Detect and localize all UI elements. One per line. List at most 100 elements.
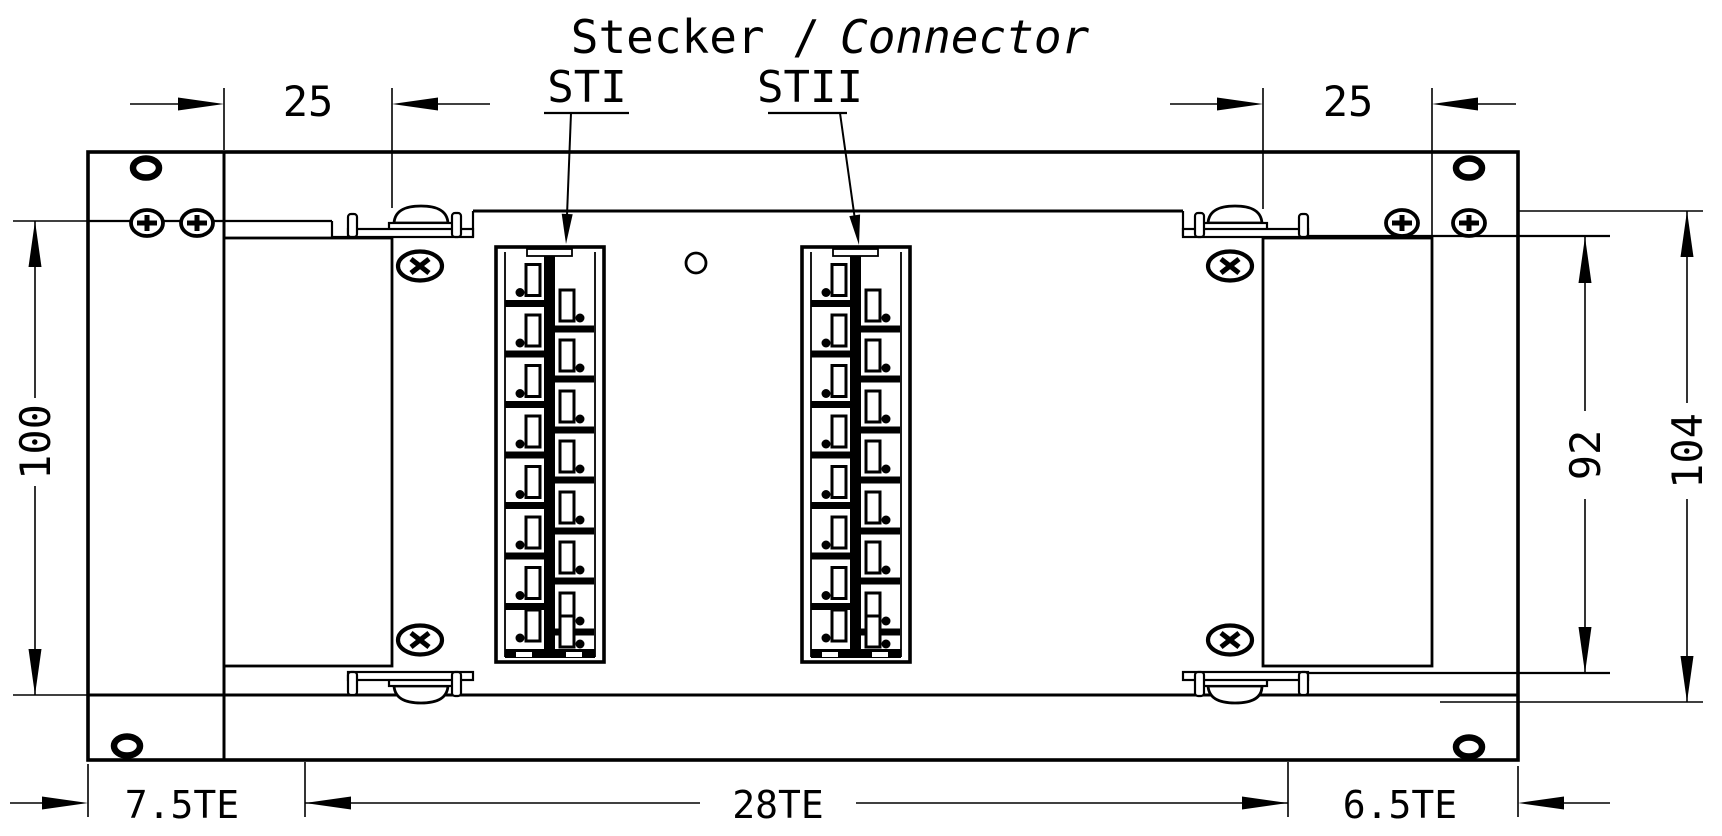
contact-dot bbox=[881, 565, 891, 575]
cell-separator bbox=[811, 552, 850, 560]
cell-separator bbox=[505, 300, 544, 307]
phillips-screw-icon bbox=[1205, 249, 1255, 283]
contact-slot bbox=[864, 540, 882, 575]
cell-separator bbox=[555, 476, 594, 484]
contact-slot bbox=[558, 540, 576, 575]
contact-slot bbox=[524, 465, 542, 499]
contact-slot bbox=[558, 389, 576, 424]
dome-screw-icon bbox=[1206, 684, 1264, 705]
dim-bottom-left: 7.5TE bbox=[125, 783, 239, 827]
cell-separator bbox=[505, 350, 544, 358]
guide-hole-icon bbox=[684, 251, 708, 275]
rail-clip-top-left bbox=[346, 204, 475, 239]
left-recess-panel bbox=[222, 236, 394, 668]
contact-dot bbox=[515, 540, 525, 550]
phillips-screw-icon bbox=[1205, 623, 1255, 657]
rail-clip-bottom-left bbox=[346, 670, 475, 705]
cell-separator bbox=[861, 577, 900, 585]
contact-slot bbox=[524, 566, 542, 600]
contact-dot bbox=[515, 439, 525, 449]
cell-separator bbox=[811, 502, 850, 509]
contact-dot bbox=[575, 464, 585, 474]
cell-separator bbox=[555, 527, 594, 535]
contact-slot bbox=[830, 263, 848, 297]
contact-slot bbox=[558, 288, 576, 323]
corner-hole-icon bbox=[110, 733, 144, 759]
contact-dot bbox=[575, 414, 585, 424]
contact-dot bbox=[881, 616, 891, 626]
contact-dot bbox=[575, 639, 585, 649]
cell-separator bbox=[555, 577, 594, 585]
dim-right-outer-height: 104 bbox=[1663, 413, 1712, 489]
corner-hole-icon bbox=[129, 155, 163, 181]
clip-hook bbox=[450, 211, 463, 239]
right-recess-panel bbox=[1261, 236, 1434, 668]
dim-bottom-center: 28TE bbox=[732, 783, 824, 827]
cell-separator bbox=[505, 603, 544, 610]
contact-dot bbox=[575, 515, 585, 525]
connector-bottom-bar bbox=[505, 649, 595, 658]
corner-hole-icon bbox=[1452, 155, 1486, 181]
clip-hook bbox=[1193, 211, 1206, 239]
corner-holes bbox=[110, 155, 1486, 760]
phillips-screw-icon bbox=[395, 623, 445, 657]
dome-screw-icon bbox=[392, 684, 450, 705]
contact-dot bbox=[515, 338, 525, 348]
dimension-annotations: 25 25 100 92 104 7.5 bbox=[10, 77, 1712, 827]
cell-separator bbox=[861, 527, 900, 535]
contact-slot bbox=[524, 313, 542, 348]
connector-stii bbox=[800, 245, 912, 664]
contact-dot bbox=[821, 439, 831, 449]
connector-detail bbox=[822, 652, 838, 657]
cell-separator bbox=[861, 375, 900, 383]
module-screws bbox=[395, 249, 1255, 657]
contact-dot bbox=[515, 490, 525, 499]
cell-separator bbox=[861, 476, 900, 484]
contact-slot bbox=[864, 490, 882, 525]
cell-separator bbox=[861, 426, 900, 434]
phillips-screw-icon bbox=[395, 249, 445, 283]
contact-dot bbox=[821, 490, 831, 499]
contact-slot bbox=[558, 439, 576, 474]
contact-slot bbox=[830, 414, 848, 449]
dim-top-left: 25 bbox=[283, 77, 334, 126]
contact-dot bbox=[881, 464, 891, 474]
dim-right-inner-height: 92 bbox=[1561, 430, 1610, 481]
contact-slot bbox=[830, 566, 848, 600]
connector-center-divider bbox=[850, 252, 861, 652]
corner-hole-icon bbox=[1452, 734, 1486, 760]
contact-slot bbox=[830, 364, 848, 398]
cell-separator bbox=[505, 401, 544, 408]
contact-slot bbox=[558, 338, 576, 373]
cell-separator bbox=[811, 451, 850, 459]
contact-dot bbox=[881, 363, 891, 373]
contact-dot bbox=[881, 313, 891, 323]
connector-top-notch bbox=[526, 248, 573, 257]
connector-detail bbox=[566, 652, 582, 657]
contact-dot bbox=[881, 414, 891, 424]
contact-slot bbox=[524, 263, 542, 297]
contact-dot bbox=[881, 515, 891, 525]
connector-detail bbox=[516, 652, 532, 657]
contact-dot bbox=[821, 288, 831, 297]
cell-separator bbox=[555, 426, 594, 434]
contact-slot bbox=[830, 515, 848, 550]
phillips-screw-icon bbox=[1384, 208, 1420, 238]
contact-slot bbox=[524, 608, 542, 643]
title-de: Stecker / bbox=[571, 10, 820, 64]
contact-slot bbox=[558, 614, 576, 649]
phillips-screw-icon bbox=[1451, 208, 1487, 238]
clip-hook bbox=[1297, 670, 1310, 697]
contact-dot bbox=[515, 288, 525, 297]
dim-left-height: 100 bbox=[11, 404, 60, 480]
rail-clip-bottom-right bbox=[1181, 670, 1310, 705]
contact-dot bbox=[821, 540, 831, 550]
contact-dot bbox=[821, 389, 831, 398]
phillips-screw-icon bbox=[179, 208, 215, 238]
clip-hook bbox=[346, 670, 359, 697]
contact-slot bbox=[830, 465, 848, 499]
contact-dot bbox=[515, 633, 525, 643]
flange-screws bbox=[129, 208, 1487, 238]
connector-detail bbox=[872, 652, 888, 657]
contact-slot bbox=[864, 338, 882, 373]
